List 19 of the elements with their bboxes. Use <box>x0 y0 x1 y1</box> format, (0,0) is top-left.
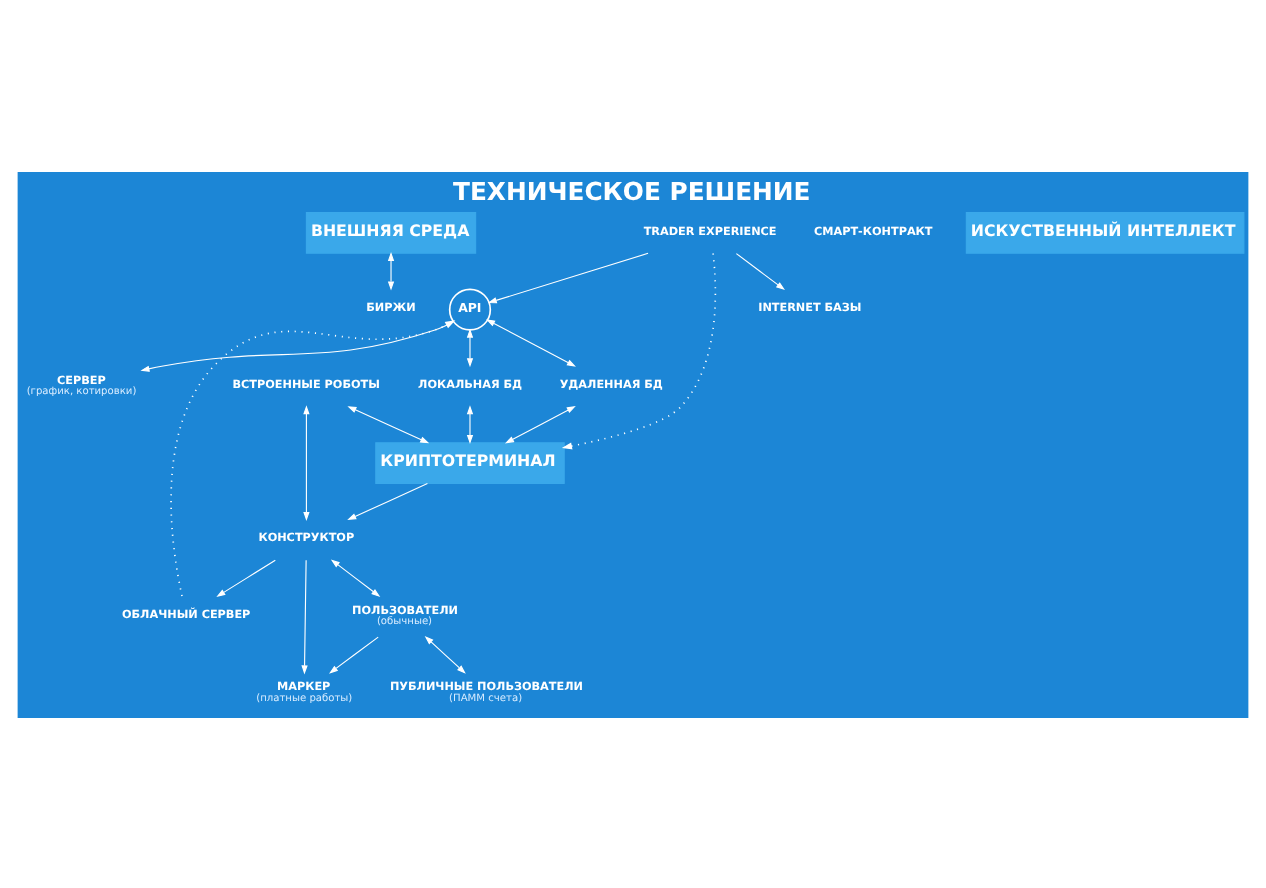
diagram-title: ТЕХНИЧЕСКОЕ РЕШЕНИЕ <box>453 174 811 205</box>
arrow <box>487 251 649 303</box>
arrow <box>301 558 308 674</box>
arrow <box>303 404 310 520</box>
arrow <box>504 405 576 443</box>
arrow <box>170 319 456 596</box>
arrow <box>347 482 428 520</box>
arrow <box>466 327 474 367</box>
arrow <box>330 558 381 596</box>
arrow <box>466 404 474 443</box>
arrow <box>329 635 379 673</box>
arrow <box>347 405 430 443</box>
arrow <box>424 635 466 673</box>
arrow <box>216 558 276 596</box>
arrow <box>735 252 785 290</box>
arrow <box>561 251 717 449</box>
arrow <box>140 320 454 371</box>
arrow <box>486 318 576 366</box>
arrow <box>387 250 395 290</box>
